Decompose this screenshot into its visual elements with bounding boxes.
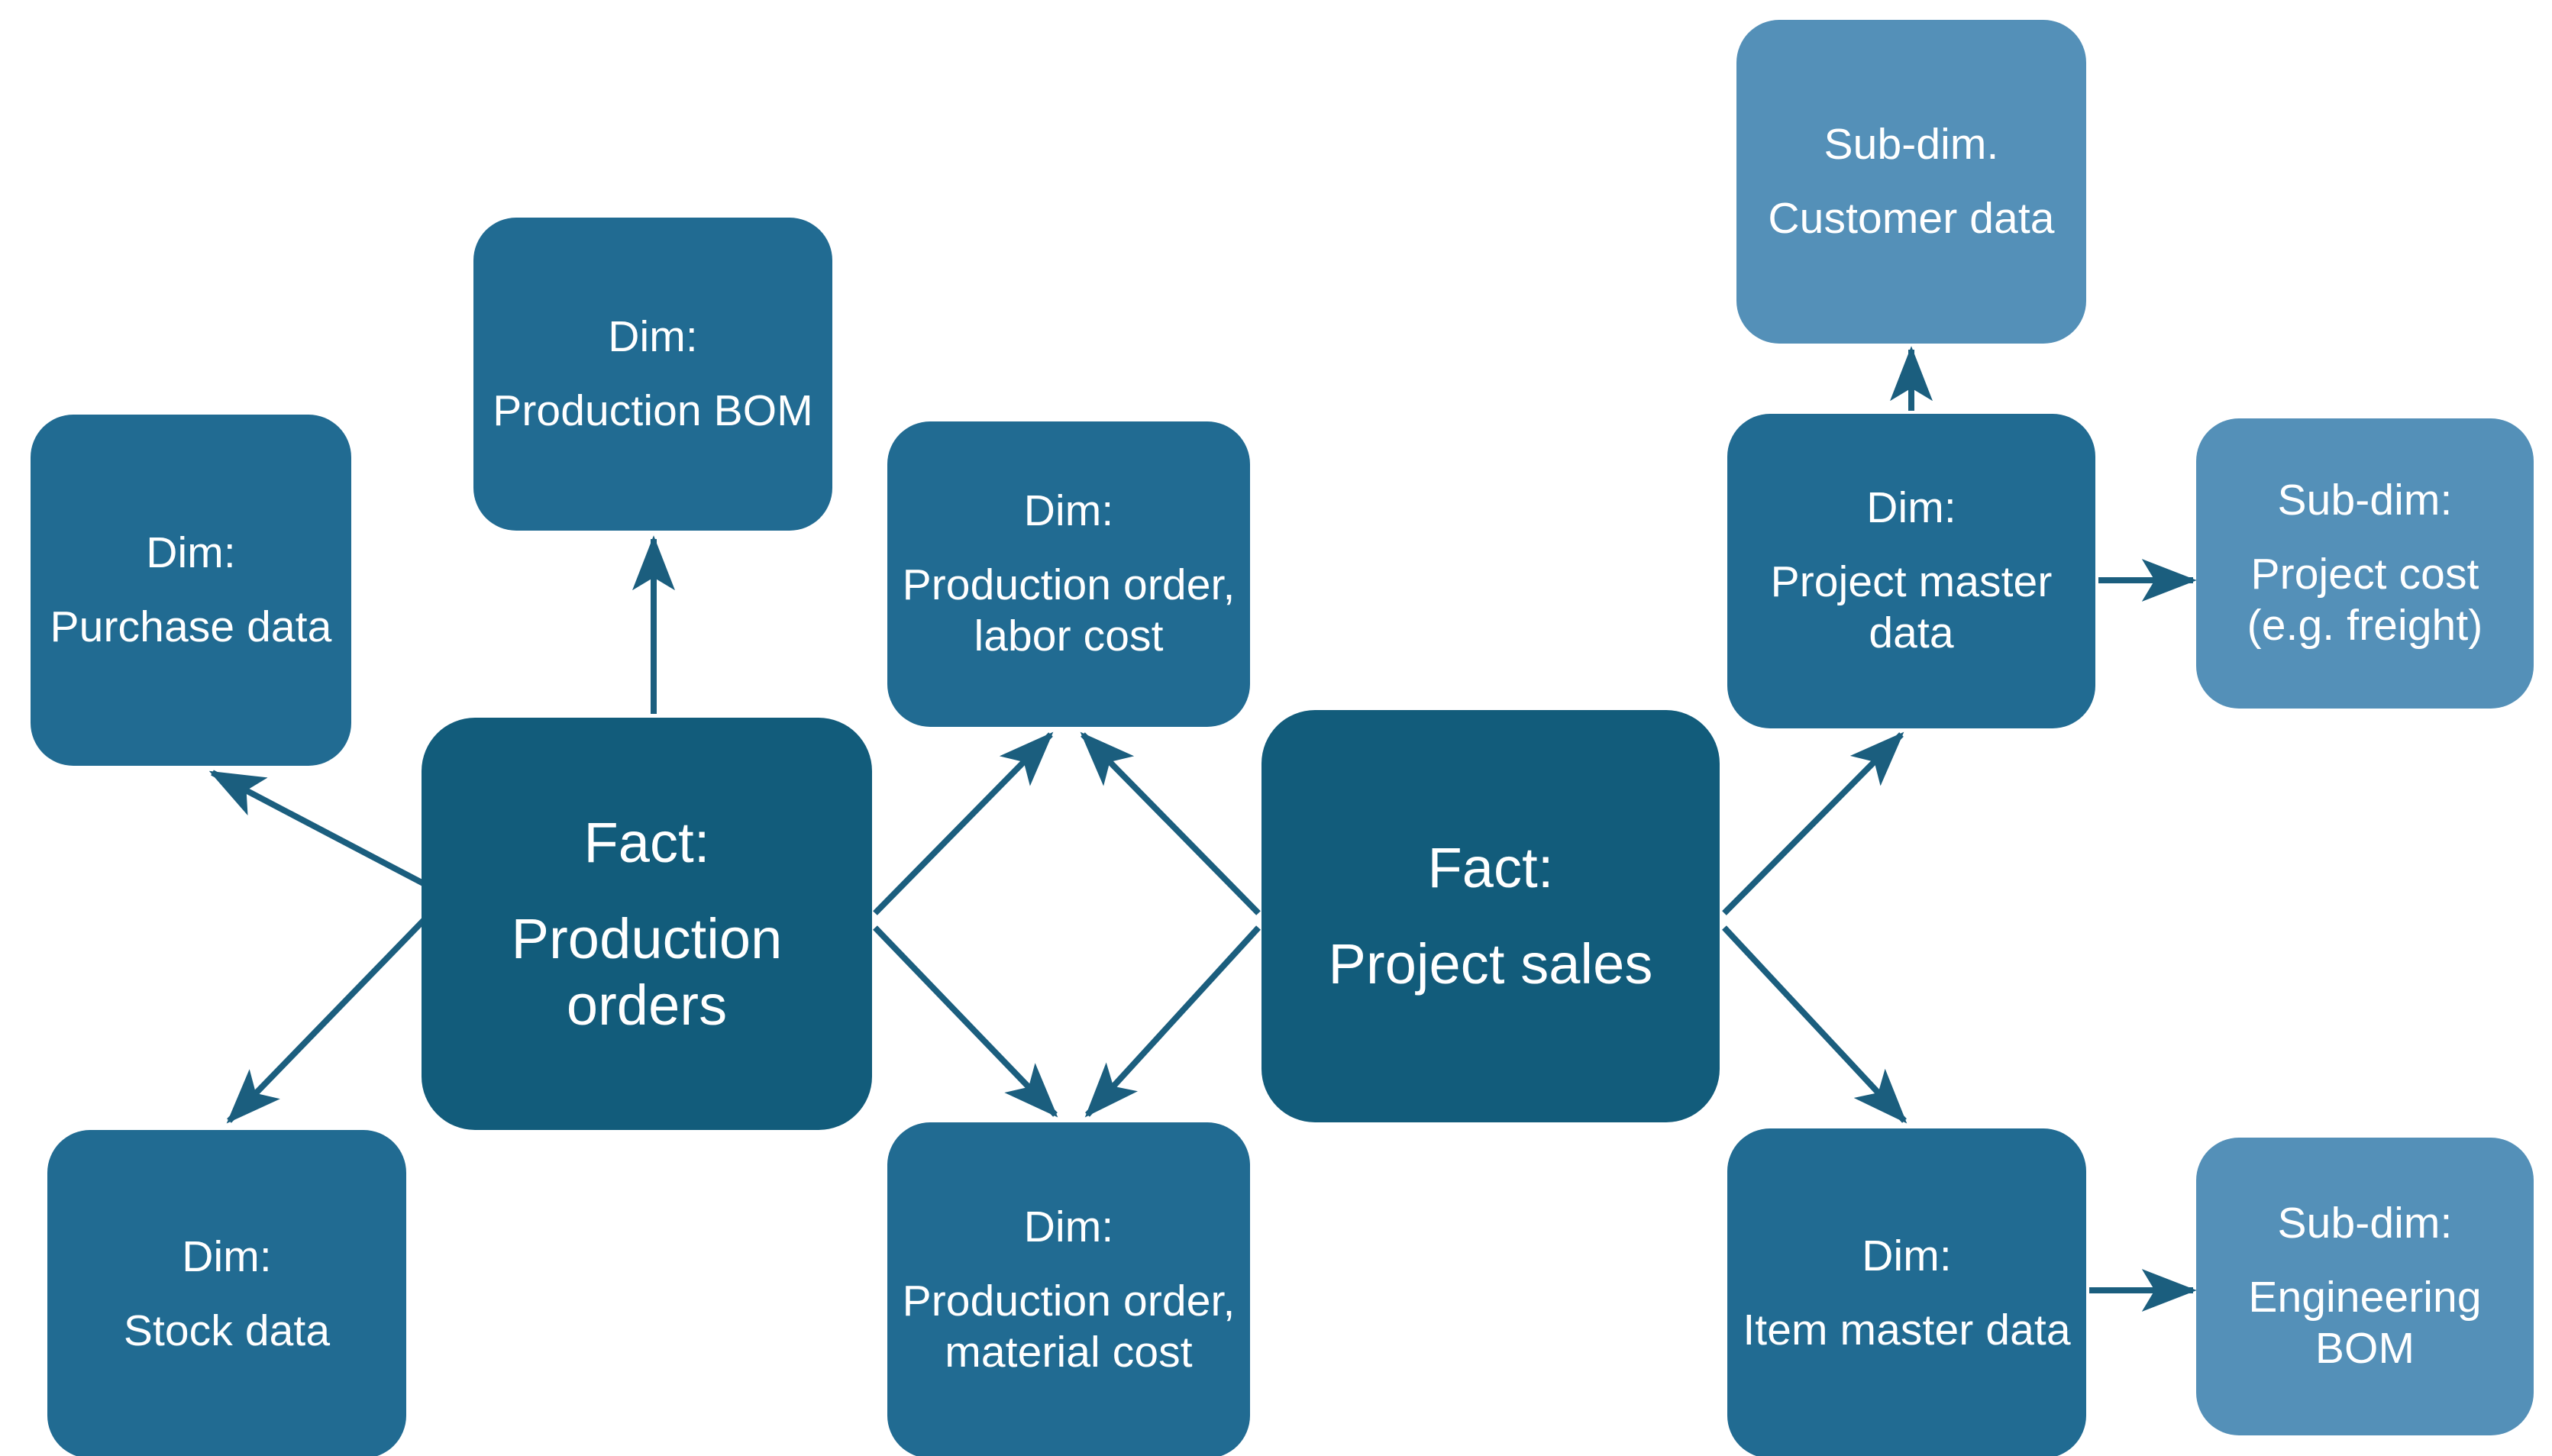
node-dim-production-bom[interactable]: Dim: Production BOM — [473, 218, 832, 531]
node-label-name: Production order, labor cost — [902, 560, 1236, 661]
node-label-kind: Dim: — [1023, 486, 1114, 536]
edge-project-sales-to-project-master-data — [1722, 731, 1904, 915]
edge-project-sales-to-material-cost — [1084, 925, 1261, 1118]
edge-project-sales-to-item-master-data — [1722, 925, 1908, 1124]
node-subdim-customer-data[interactable]: Sub-dim. Customer data — [1736, 20, 2086, 344]
node-subdim-engineering-bom[interactable]: Sub-dim: Engineering BOM — [2196, 1138, 2534, 1435]
node-label-name: Production orders — [511, 906, 783, 1037]
node-label-kind: Dim: — [1866, 483, 1956, 533]
node-dim-item-master-data[interactable]: Dim: Item master data — [1727, 1128, 2086, 1456]
node-label-name: Production BOM — [493, 386, 813, 435]
node-label-kind: Dim: — [1023, 1203, 1114, 1252]
node-label-name: Project cost (e.g. freight) — [2247, 550, 2483, 651]
node-label-kind: Sub-dim. — [1824, 119, 1999, 169]
node-subdim-project-cost[interactable]: Sub-dim: Project cost (e.g. freight) — [2196, 418, 2534, 709]
edge-production-orders-to-material-cost — [873, 925, 1058, 1118]
edge-production-orders-to-purchase-data — [208, 770, 429, 889]
node-dim-production-order-labor-cost[interactable]: Dim: Production order, labor cost — [887, 421, 1250, 727]
node-label-kind: Dim: — [1862, 1231, 1952, 1280]
edge-production-orders-to-labor-cost — [873, 731, 1054, 915]
node-fact-production-orders[interactable]: Fact: Production orders — [422, 718, 872, 1130]
node-label-name: Engineering BOM — [2248, 1273, 2482, 1374]
node-dim-project-master-data[interactable]: Dim: Project master data — [1727, 414, 2095, 728]
node-label-name: Production order, material cost — [902, 1277, 1236, 1377]
node-fact-project-sales[interactable]: Fact: Project sales — [1261, 710, 1720, 1122]
node-label-kind: Sub-dim: — [2277, 476, 2453, 525]
node-label-name: Project master data — [1770, 557, 2053, 658]
node-label-name: Customer data — [1768, 193, 2055, 243]
node-label-kind: Dim: — [182, 1232, 272, 1281]
node-label-kind: Fact: — [1427, 836, 1554, 900]
node-label-name: Purchase data — [50, 602, 332, 651]
node-dim-purchase-data[interactable]: Dim: Purchase data — [31, 415, 351, 766]
node-dim-production-order-material-cost[interactable]: Dim: Production order, material cost — [887, 1122, 1250, 1456]
node-label-kind: Sub-dim: — [2277, 1199, 2453, 1248]
node-dim-stock-data[interactable]: Dim: Stock data — [47, 1130, 406, 1456]
node-label-name: Item master data — [1743, 1305, 2071, 1354]
node-label-kind: Dim: — [608, 312, 698, 361]
node-label-name: Stock data — [123, 1306, 331, 1355]
edge-production-orders-to-stock-data — [226, 914, 430, 1124]
edge-project-sales-to-labor-cost — [1080, 731, 1261, 915]
node-label-name: Project sales — [1328, 932, 1653, 996]
node-label-kind: Fact: — [583, 810, 710, 874]
node-label-kind: Dim: — [146, 528, 236, 577]
